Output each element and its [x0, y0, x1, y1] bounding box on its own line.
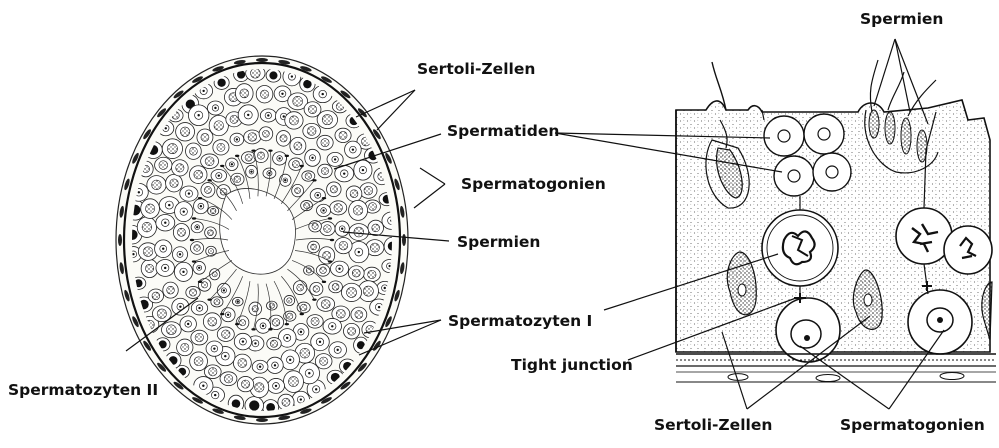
seminiferous-tubule-section: [116, 56, 408, 424]
label-spermatozyten-2: Spermatozyten II: [8, 381, 158, 399]
tight-junction-detail: [676, 60, 996, 382]
label-spermien-left: Spermien: [457, 233, 540, 251]
label-spermatogonien-left: Spermatogonien: [461, 175, 606, 193]
label-sertoli-right: Sertoli-Zellen: [654, 416, 772, 434]
label-spermatozyten-1: Spermatozyten I: [448, 312, 592, 330]
label-tight-junction: Tight junction: [511, 356, 633, 374]
label-spermatiden: Spermatiden: [447, 122, 559, 140]
label-spermatogonien-right: Spermatogonien: [840, 416, 985, 434]
label-sertoli-left: Sertoli-Zellen: [417, 60, 535, 78]
basal-lamina: [676, 354, 996, 382]
label-spermien-right: Spermien: [860, 10, 943, 28]
